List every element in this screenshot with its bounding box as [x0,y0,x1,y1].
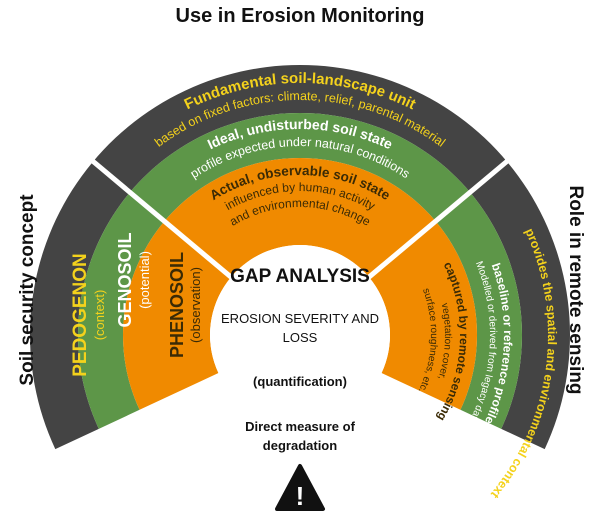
rings [29,64,570,523]
erosion-line2: LOSS [283,330,318,345]
pedogenon-name: PEDOGENON [70,253,91,377]
middle-ring-genosoil [77,113,522,429]
warning-icon: ! [275,464,325,511]
phenosoil-name: PHENOSOIL [167,252,187,358]
phenosoil-sub: (observation) [188,267,203,343]
genosoil-label: GENOSOIL (potential) [115,232,152,327]
right-title: Role in remote sensing [565,185,586,394]
direct-measure-line2: degradation [263,438,337,453]
inner-ring-phenosoil [123,158,477,410]
divider-right [364,156,512,282]
left-title: Soil security concept [17,194,38,386]
phenosoil-label: PHENOSOIL (observation) [167,252,203,358]
direct-measure-line1: Direct measure of [245,419,355,434]
warning-glyph: ! [296,481,305,511]
top-title: Use in Erosion Monitoring [176,5,425,27]
genosoil-sub: (potential) [137,251,152,309]
pedogenon-sub: (context) [92,290,107,341]
outer-ring-pedogenon [29,64,570,450]
gap-analysis-title: GAP ANALYSIS [230,266,370,287]
quantification-label: (quantification) [253,374,347,389]
divider-left [88,156,236,282]
pedogenon-label: PEDOGENON (context) [70,253,107,377]
genosoil-name: GENOSOIL [115,232,135,327]
center-keyhole [182,245,418,523]
erosion-line1: EROSION SEVERITY AND [221,311,379,326]
